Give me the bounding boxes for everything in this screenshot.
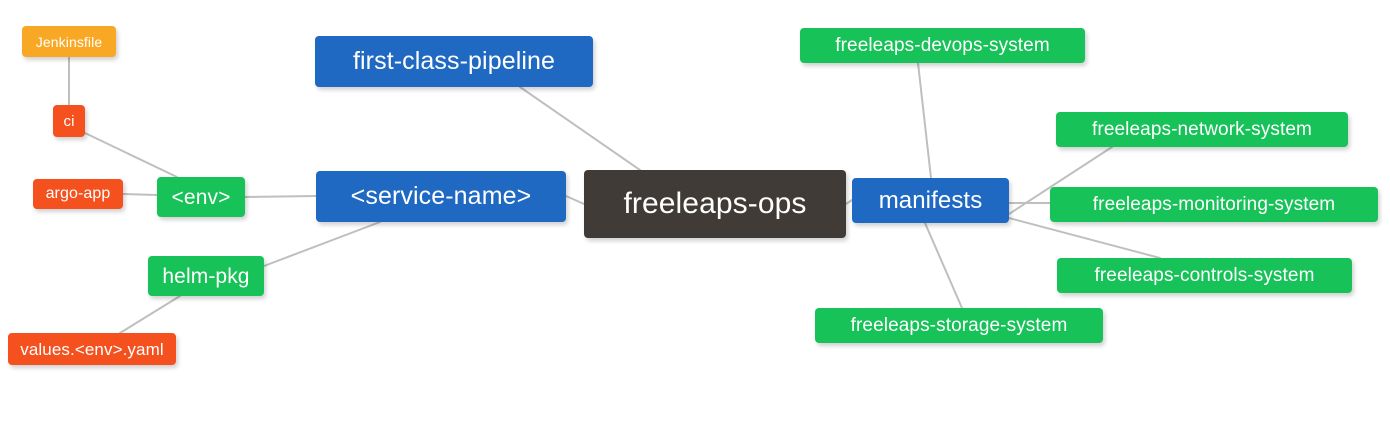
node-label: freeleaps-devops-system — [835, 35, 1050, 56]
node-manifests[interactable]: manifests — [852, 178, 1009, 223]
edge-freeleaps-ops-to-first-class-pipeline — [519, 86, 641, 171]
node-freeleaps-ops[interactable]: freeleaps-ops — [584, 170, 846, 238]
node-label: Jenkinsfile — [35, 33, 103, 50]
node-label: freeleaps-storage-system — [850, 315, 1068, 336]
edge-service-name-to-env — [244, 195, 317, 198]
node-label: argo-app — [45, 185, 111, 202]
node-freeleaps-storage-system[interactable]: freeleaps-storage-system — [815, 308, 1103, 343]
node-freeleaps-controls-system[interactable]: freeleaps-controls-system — [1057, 258, 1352, 293]
node-label: <service-name> — [350, 182, 532, 210]
node-jenkinsfile[interactable]: Jenkinsfile — [22, 26, 116, 57]
edge-service-name-to-helm-pkg — [263, 221, 381, 267]
node-freeleaps-monitoring-system[interactable]: freeleaps-monitoring-system — [1050, 187, 1378, 222]
node-first-class-pipeline[interactable]: first-class-pipeline — [315, 36, 593, 87]
node-label: values.<env>.yaml — [20, 339, 164, 359]
node-label: freeleaps-monitoring-system — [1092, 194, 1336, 215]
node-label: ci — [63, 112, 75, 130]
edge-env-to-argo-app — [122, 193, 158, 196]
edge-freeleaps-ops-to-service-name — [565, 195, 585, 205]
node-service-name[interactable]: <service-name> — [316, 171, 566, 222]
node-freeleaps-devops-system[interactable]: freeleaps-devops-system — [800, 28, 1085, 63]
edge-env-to-ci — [84, 132, 178, 178]
node-label: freeleaps-ops — [623, 187, 807, 220]
node-argo-app[interactable]: argo-app — [33, 179, 123, 209]
edge-helm-pkg-to-values-yaml — [119, 295, 181, 334]
node-label: helm-pkg — [162, 264, 250, 288]
node-helm-pkg[interactable]: helm-pkg — [148, 256, 264, 296]
node-label: manifests — [878, 186, 983, 214]
edge-manifests-to-freeleaps-storage-system — [924, 222, 963, 309]
node-values-yaml[interactable]: values.<env>.yaml — [8, 333, 176, 365]
node-ci[interactable]: ci — [53, 105, 85, 137]
node-label: <env> — [171, 185, 231, 209]
node-label: freeleaps-network-system — [1092, 119, 1312, 140]
node-freeleaps-network-system[interactable]: freeleaps-network-system — [1056, 112, 1348, 147]
node-label: freeleaps-controls-system — [1094, 265, 1315, 286]
edge-manifests-to-freeleaps-controls-system — [1008, 217, 1161, 259]
node-env[interactable]: <env> — [157, 177, 245, 217]
edge-manifests-to-freeleaps-devops-system — [917, 62, 932, 179]
node-label: first-class-pipeline — [352, 47, 556, 75]
